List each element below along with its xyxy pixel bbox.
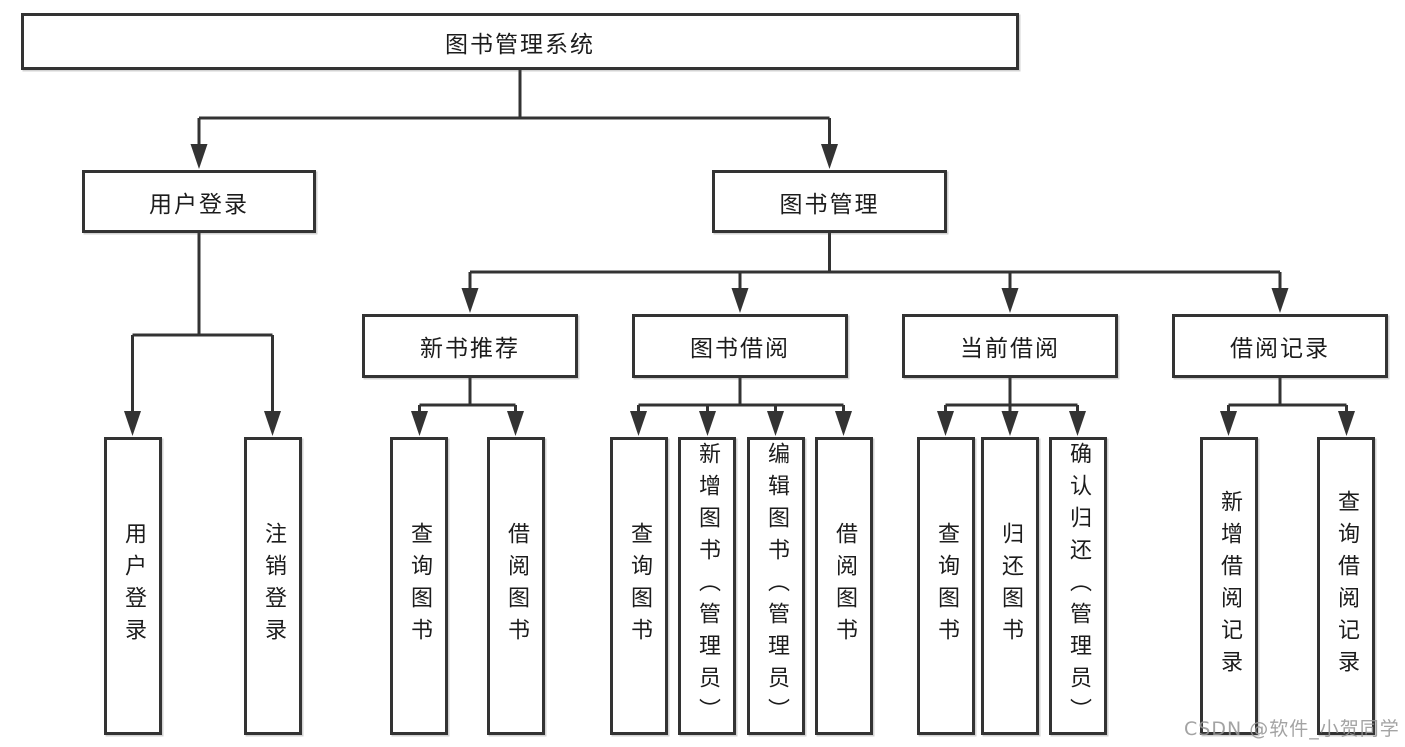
leaf-user-login: 用户登录 bbox=[104, 437, 162, 735]
leaf-borrow-add-books-admin: 新增图书（管理员） bbox=[678, 437, 736, 735]
arrow-icon bbox=[630, 411, 647, 436]
leaf-label: 注销登录 bbox=[261, 522, 286, 650]
leaf-label: 查询图书 bbox=[407, 522, 432, 650]
leaf-records-query-record: 查询借阅记录 bbox=[1317, 437, 1375, 735]
arrow-icon bbox=[124, 411, 141, 436]
arrow-icon bbox=[411, 411, 428, 436]
arrow-icon bbox=[1220, 411, 1237, 436]
arrow-icon bbox=[461, 288, 479, 313]
leaf-recommend-borrow-books: 借阅图书 bbox=[487, 437, 545, 735]
leaf-label: 新增借阅记录 bbox=[1217, 490, 1242, 682]
leaf-current-confirm-return-admin: 确认归还（管理员） bbox=[1049, 437, 1107, 735]
leaf-label: 借阅图书 bbox=[504, 522, 529, 650]
leaf-label: 借阅图书 bbox=[832, 522, 857, 650]
node-user-login: 用户登录 bbox=[82, 170, 316, 233]
arrow-icon bbox=[937, 411, 954, 436]
leaf-label: 编辑图书（管理员） bbox=[764, 442, 789, 730]
leaf-current-return-books: 归还图书 bbox=[981, 437, 1039, 735]
edge-bookmgmt-to-level3 bbox=[468, 233, 1282, 294]
arrow-icon bbox=[1001, 411, 1019, 436]
leaf-recommend-query-books: 查询图书 bbox=[390, 437, 448, 735]
arrow-icon bbox=[507, 411, 524, 436]
leaf-label: 查询借阅记录 bbox=[1334, 490, 1359, 682]
node-current-borrow: 当前借阅 bbox=[902, 314, 1118, 378]
arrow-icon bbox=[835, 411, 852, 436]
node-new-book-recommend: 新书推荐 bbox=[362, 314, 578, 378]
edge-root-to-level2 bbox=[197, 70, 831, 150]
arrow-icon bbox=[731, 288, 749, 313]
leaf-label: 确认归还（管理员） bbox=[1066, 442, 1091, 730]
leaf-records-add-record: 新增借阅记录 bbox=[1200, 437, 1258, 735]
leaf-logout: 注销登录 bbox=[244, 437, 302, 735]
arrow-icon bbox=[1001, 288, 1019, 313]
leaf-label: 新增图书（管理员） bbox=[695, 442, 720, 730]
leaf-label: 用户登录 bbox=[121, 522, 146, 650]
leaf-borrow-borrow-books: 借阅图书 bbox=[815, 437, 873, 735]
edge-level3-stems bbox=[419, 378, 1347, 407]
node-library-management-system: 图书管理系统 bbox=[21, 13, 1019, 70]
arrow-icon bbox=[1069, 411, 1086, 436]
csdn-watermark: CSDN @软件_小贺同学 bbox=[1184, 718, 1400, 740]
leaf-label: 归还图书 bbox=[998, 522, 1023, 650]
node-borrow-records: 借阅记录 bbox=[1172, 314, 1388, 378]
arrow-icon bbox=[190, 144, 208, 169]
leaf-label: 查询图书 bbox=[627, 522, 652, 650]
arrow-icon bbox=[821, 144, 838, 169]
arrow-icon bbox=[1338, 411, 1355, 436]
leaf-borrow-edit-books-admin: 编辑图书（管理员） bbox=[747, 437, 805, 735]
node-book-management: 图书管理 bbox=[712, 170, 947, 233]
edge-userlogin-to-leaves bbox=[131, 233, 274, 416]
edge-leaf-drops bbox=[418, 405, 1348, 416]
arrow-icon bbox=[767, 411, 784, 436]
node-book-borrow: 图书借阅 bbox=[632, 314, 848, 378]
leaf-label: 查询图书 bbox=[934, 522, 959, 650]
leaf-borrow-query-books: 查询图书 bbox=[610, 437, 668, 735]
arrow-icon bbox=[1271, 288, 1289, 313]
arrow-icon bbox=[264, 411, 281, 436]
arrow-icon bbox=[699, 411, 716, 436]
arrowheads bbox=[124, 144, 1355, 436]
leaf-current-query-books: 查询图书 bbox=[917, 437, 975, 735]
